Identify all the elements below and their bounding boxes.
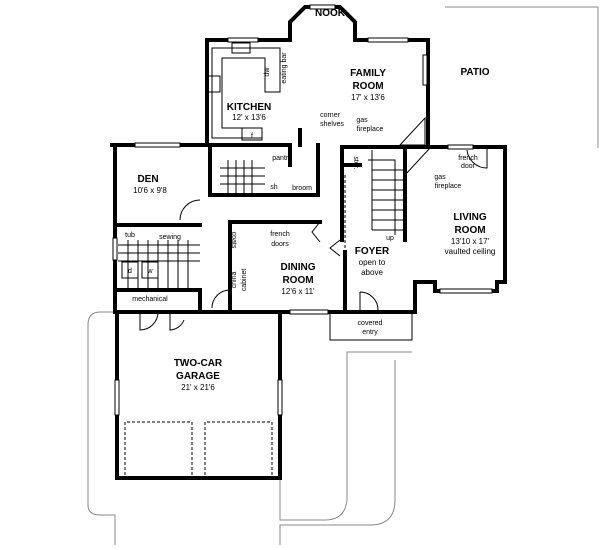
nook-label: NOOK <box>315 8 346 19</box>
tile-floors <box>118 160 265 290</box>
covered-entry-label-2: entry <box>362 329 378 336</box>
foyer-label: FOYER <box>355 246 390 257</box>
stairs-up-label: up <box>386 235 394 242</box>
dining-room-label-2: ROOM <box>282 275 313 286</box>
china-cabinet-label: china <box>231 272 238 289</box>
den-label: DEN <box>137 174 158 185</box>
garage-label-2: GARAGE <box>176 371 220 382</box>
french-door-label: french <box>458 155 478 162</box>
driveway-outline <box>87 311 412 545</box>
living-room-label: LIVING <box>453 212 487 223</box>
gas-fireplace-living-label: gas <box>434 174 446 181</box>
covered-entry-outline <box>329 312 413 341</box>
china-cabinet-label-2: cabinet <box>241 269 248 292</box>
shower-label: sh <box>270 184 278 191</box>
fridge-icon <box>241 127 263 141</box>
living-room-size: 13'10 x 17' <box>451 237 490 246</box>
cooktop-icon <box>205 75 221 93</box>
foyer-note: open to <box>359 258 386 267</box>
staircase <box>344 150 406 250</box>
washer-icon <box>141 261 159 279</box>
family-room-size: 17' x 13'6 <box>351 93 385 102</box>
patio-label: PATIO <box>460 67 489 78</box>
mechanical-label: mechanical <box>132 296 168 303</box>
gas-fireplace-family-label: gas <box>356 117 368 124</box>
corner-shelves-label-2: shelves <box>320 121 344 128</box>
storage-label: stor. <box>352 156 359 169</box>
covered-entry-label: covered <box>358 320 383 327</box>
eating-bar-label: eating bar <box>281 52 288 84</box>
dining-room-size: 12'6 x 11' <box>281 287 315 296</box>
den-size: 10'6 x 9'8 <box>133 186 167 195</box>
pantry-label: pantry <box>272 155 292 162</box>
living-room-label-2: ROOM <box>454 225 485 236</box>
broom-closet-label: broom <box>292 185 312 192</box>
family-room-label: FAMILY <box>350 68 386 79</box>
sink-icon <box>231 42 251 54</box>
dryer-label: d <box>128 268 132 275</box>
dryer-icon <box>121 261 139 279</box>
patio-outline <box>445 6 599 148</box>
doors <box>139 148 488 331</box>
french-doors-label: french <box>270 231 290 238</box>
dining-room-label: DINING <box>281 262 316 273</box>
french-door-label-2: door <box>461 163 476 170</box>
gas-fireplace-family-label-2: fireplace <box>357 126 384 133</box>
kitchen-counters <box>205 42 281 141</box>
fridge-label: f <box>251 133 253 140</box>
coats-label: coats <box>230 232 237 249</box>
dishwasher-label: dw <box>264 67 271 77</box>
foyer-note-2: above <box>361 268 383 277</box>
kitchen-size: 12' x 13'6 <box>232 113 266 122</box>
sewing-label: sewing <box>159 234 181 241</box>
washer-label: w <box>146 268 153 275</box>
walls <box>110 5 507 480</box>
windows <box>112 4 493 416</box>
garage-label: TWO-CAR <box>174 358 223 369</box>
french-doors-label-2: doors <box>271 241 289 248</box>
tub-label: tub <box>125 232 135 239</box>
corner-shelves-label: corner <box>320 112 341 119</box>
kitchen-label: KITCHEN <box>227 102 271 113</box>
gas-fireplace-living-label-2: fireplace <box>435 183 462 190</box>
living-room-note: vaulted ceiling <box>445 247 496 256</box>
garage-doors <box>124 421 273 475</box>
garage-size: 21' x 21'6 <box>181 383 215 392</box>
family-room-label-2: ROOM <box>352 81 383 92</box>
